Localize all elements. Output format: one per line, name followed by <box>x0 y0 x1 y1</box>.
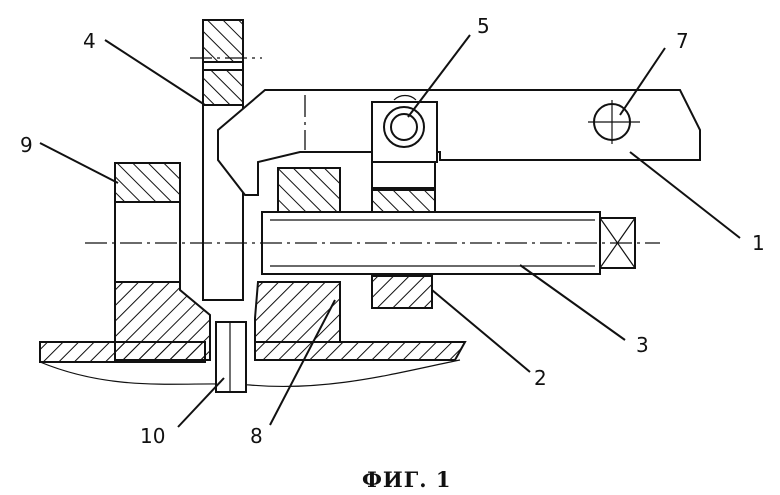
label-5: 5 <box>477 14 490 38</box>
figure-caption: ФИГ. 1 <box>362 467 452 492</box>
label-10: 10 <box>140 424 165 448</box>
label-8: 8 <box>250 424 263 448</box>
label-1: 1 <box>752 231 765 255</box>
label-2: 2 <box>534 366 547 390</box>
label-9: 9 <box>20 133 33 157</box>
label-3: 3 <box>636 333 649 357</box>
base-housing <box>40 342 465 386</box>
label-4: 4 <box>83 29 96 53</box>
left-gear-part-9 <box>115 163 210 360</box>
fastener-part-5 <box>372 96 437 163</box>
label-7: 7 <box>676 29 689 53</box>
